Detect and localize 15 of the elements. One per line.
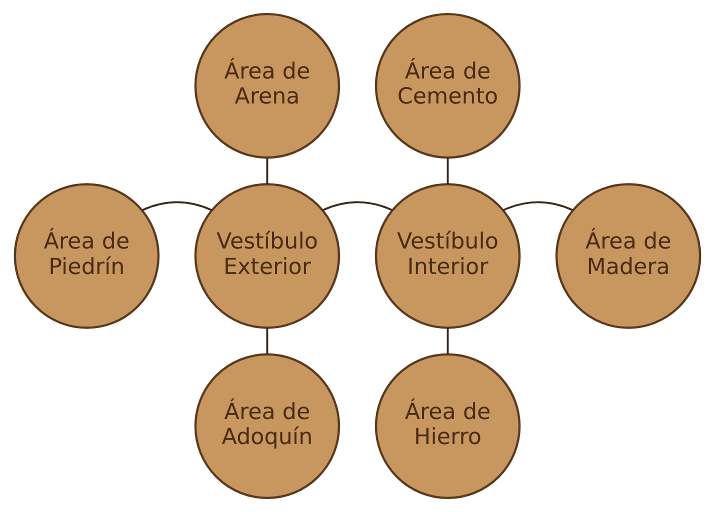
connector [142, 201, 212, 211]
node-circle: Área de Arena [194, 12, 340, 159]
node-circle: Área de Madera [555, 183, 702, 329]
node-circle: Área de Cemento [374, 12, 521, 159]
node-circle: Vestíbulo Interior [374, 183, 521, 329]
node-circle: Área de Hierro [374, 353, 521, 500]
connector [266, 328, 268, 354]
node-circle: Área de Piedrín [14, 183, 160, 329]
node-circle: Área de Adoquín [194, 353, 340, 500]
connector [446, 158, 449, 184]
node-circle: Vestíbulo Exterior [194, 183, 340, 329]
connector [446, 328, 449, 354]
connector [322, 201, 393, 211]
connector [503, 201, 574, 211]
connector [266, 158, 268, 184]
